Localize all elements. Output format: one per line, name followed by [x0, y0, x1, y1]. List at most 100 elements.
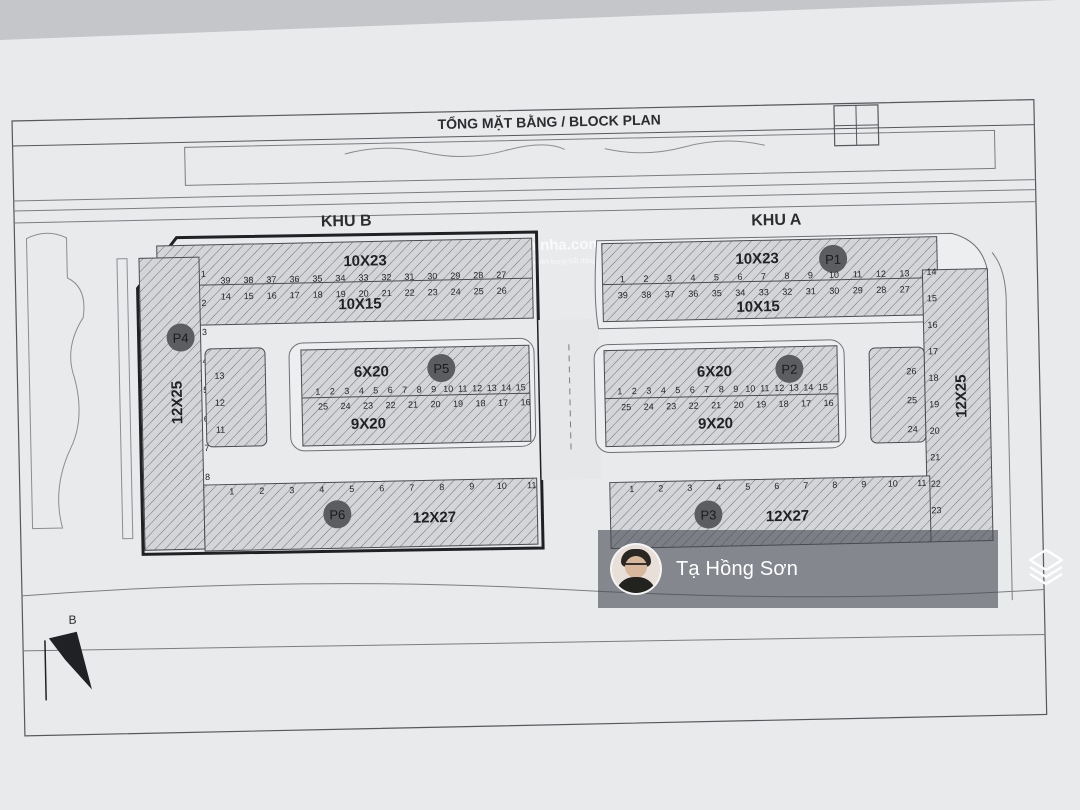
lot-number: 21: [408, 400, 418, 410]
zone-b-left-tag-marker: [166, 323, 195, 352]
lot-number: 22: [689, 401, 699, 411]
lot-number: 10: [497, 481, 507, 491]
lot-number: 4: [661, 385, 666, 395]
lot-number: 23: [931, 505, 941, 515]
zone-b-left-tag: P4: [173, 330, 189, 345]
lot-number: 25: [474, 286, 484, 296]
zone-b-mid-size-top: 6X20: [354, 363, 389, 381]
lot-number: 21: [382, 288, 392, 298]
lot-number: 25: [318, 401, 328, 411]
lot-number: 5: [745, 482, 750, 492]
lot-number: 16: [927, 320, 937, 330]
lot-number: 1: [629, 484, 634, 494]
lot-number: 16: [520, 397, 530, 407]
lot-number: 31: [404, 272, 414, 282]
zone-a-top-tag: P1: [825, 252, 841, 267]
lot-number: 16: [267, 290, 277, 300]
lot-number: 13: [789, 383, 799, 393]
lot-number: 1: [620, 274, 625, 284]
lot-number: 8: [832, 480, 837, 490]
lot-number: 17: [498, 398, 508, 408]
lot-number: 3: [344, 386, 349, 396]
lot-number: 15: [927, 293, 937, 303]
lot-number: 12: [774, 383, 784, 393]
lot-number: 29: [450, 271, 460, 281]
lot-number: 8: [439, 482, 444, 492]
lot-number: 17: [290, 290, 300, 300]
lot-number: 8: [205, 472, 210, 482]
lot-number: 21: [930, 452, 940, 462]
lot-number: 14: [926, 267, 936, 277]
zone-b-label: KHU B: [321, 212, 372, 230]
lot-number: 5: [349, 484, 354, 494]
zone-a-inner-right-block: [868, 346, 927, 444]
lot-number: 20: [930, 426, 940, 436]
lot-number: 38: [243, 275, 253, 285]
lot-number: 14: [803, 382, 813, 392]
lot-number: 36: [289, 274, 299, 284]
lot-number: 26: [497, 286, 507, 296]
lot-number: 20: [734, 400, 744, 410]
lot-number: 21: [711, 400, 721, 410]
lot-number: 12: [215, 398, 225, 408]
lot-number: 32: [381, 272, 391, 282]
lot-number: 13: [214, 371, 224, 381]
lot-number: 6: [774, 481, 779, 491]
lot-number: 6: [379, 483, 384, 493]
lot-number: 6: [737, 272, 742, 282]
lot-number: 7: [402, 385, 407, 395]
lot-number: 5: [373, 385, 378, 395]
lot-number: 24: [908, 424, 918, 434]
zone-a-mid-size-top: 6X20: [697, 363, 732, 381]
lot-number: 29: [853, 285, 863, 295]
lot-number: 22: [405, 288, 415, 298]
lot-number: 5: [675, 385, 680, 395]
lot-number: 2: [330, 386, 335, 396]
lot-number: 19: [929, 399, 939, 409]
lot-number: 19: [453, 399, 463, 409]
lot-number: 18: [929, 373, 939, 383]
lot-number: 4: [690, 273, 695, 283]
lot-number: 25: [621, 402, 631, 412]
user-name[interactable]: Tạ Hồng Sơn: [676, 557, 799, 580]
zone-a-mid-size-bottom: 9X20: [698, 415, 733, 433]
lot-number: 5: [714, 272, 719, 282]
zone-b-inner-left-block: [204, 347, 268, 448]
north-label: B: [68, 613, 76, 627]
lot-number: 13: [899, 268, 909, 278]
zone-b-mid-tag: P5: [433, 361, 449, 376]
zone-a-mid-tag: P2: [781, 362, 797, 377]
lot-number: 18: [779, 399, 789, 409]
lot-number: 19: [336, 289, 346, 299]
lot-number: 14: [221, 291, 231, 301]
lot-number: 24: [340, 401, 350, 411]
lot-number: 27: [900, 284, 910, 294]
lot-number: 10: [745, 383, 755, 393]
lot-number: 14: [501, 383, 511, 393]
lot-number: 12: [472, 383, 482, 393]
lot-number: 7: [204, 443, 209, 453]
lot-number: 20: [359, 289, 369, 299]
avatar[interactable]: [612, 545, 660, 593]
user-overlay-bar[interactable]: Tạ Hồng Sơn: [598, 530, 998, 608]
zone-b-top-size: 10X23: [343, 252, 387, 270]
zone-b-left-size: 12X25: [169, 381, 187, 425]
lot-number: 6: [690, 385, 695, 395]
layers-icon[interactable]: [1026, 544, 1066, 592]
zone-a-top-size: 10X23: [735, 250, 779, 268]
lot-number: 26: [906, 366, 916, 376]
lot-number: 20: [430, 399, 440, 409]
lot-number: 19: [756, 399, 766, 409]
lot-number: 3: [202, 327, 207, 337]
zone-b-bottom-tag-marker: [323, 500, 352, 529]
